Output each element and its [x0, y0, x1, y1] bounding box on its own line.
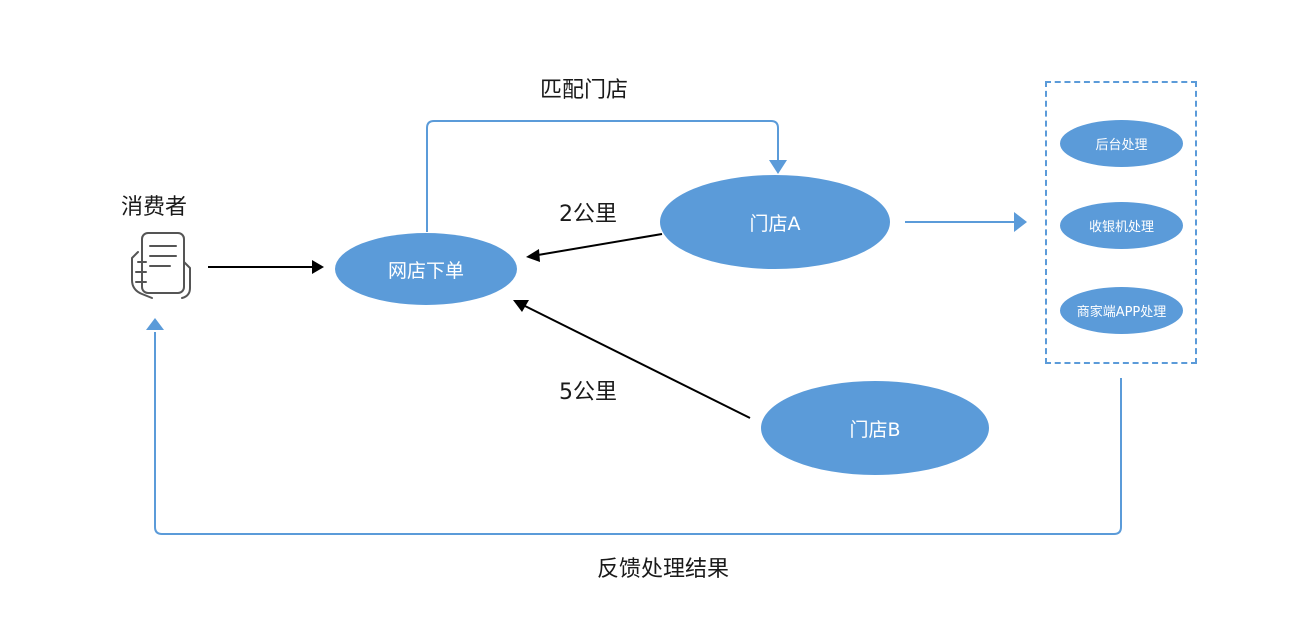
feedback-label: 反馈处理结果	[597, 557, 730, 582]
arrow-feedback	[146, 318, 1122, 535]
node-online-order[interactable]: 网店下单	[335, 233, 517, 305]
arrow-consumer-to-order	[208, 260, 324, 274]
distance-a-label: 2公里	[559, 202, 617, 227]
processing-group	[1045, 81, 1197, 364]
node-store-a[interactable]: 门店A	[660, 175, 890, 269]
node-backend-processing[interactable]: 后台处理	[1060, 120, 1183, 167]
arrow-store-a-to-order	[526, 233, 663, 262]
distance-b-label: 5公里	[559, 380, 617, 405]
consumer-label: 消费者	[121, 195, 188, 220]
phone-list-hand-icon	[131, 232, 191, 299]
node-cashier-processing[interactable]: 收银机处理	[1060, 202, 1183, 249]
arrow-store-b-to-order	[513, 300, 751, 419]
node-merchant-app-processing[interactable]: 商家端APP处理	[1060, 287, 1183, 334]
arrow-store-a-to-processing	[905, 212, 1027, 232]
node-store-b[interactable]: 门店B	[761, 381, 989, 475]
arrow-match-store	[426, 120, 787, 232]
match-store-label: 匹配门店	[540, 78, 629, 103]
